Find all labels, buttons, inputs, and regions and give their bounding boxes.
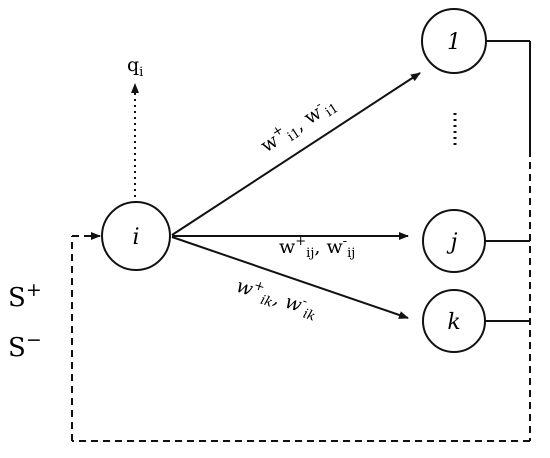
output-q-label: qi (127, 54, 143, 80)
edge-i-to-k (171, 236, 409, 319)
svg-text:k: k (447, 310, 460, 335)
weight-label-i1: w+i1, w-i1 (256, 91, 342, 160)
edge-i-to-1 (171, 72, 421, 236)
weight-label-ik: w+ik, w-ik (233, 273, 321, 325)
node-k: k (422, 289, 486, 353)
s-minus-label: S− (8, 329, 42, 363)
weight-label-ij: w+ij, w-ij (279, 234, 355, 261)
node-i: i (101, 201, 171, 271)
node-j: j (422, 209, 486, 273)
node-1: 1 (421, 8, 487, 74)
s-plus-label: S+ (8, 279, 42, 313)
svg-text:1: 1 (447, 30, 461, 55)
svg-text:i: i (132, 225, 139, 250)
